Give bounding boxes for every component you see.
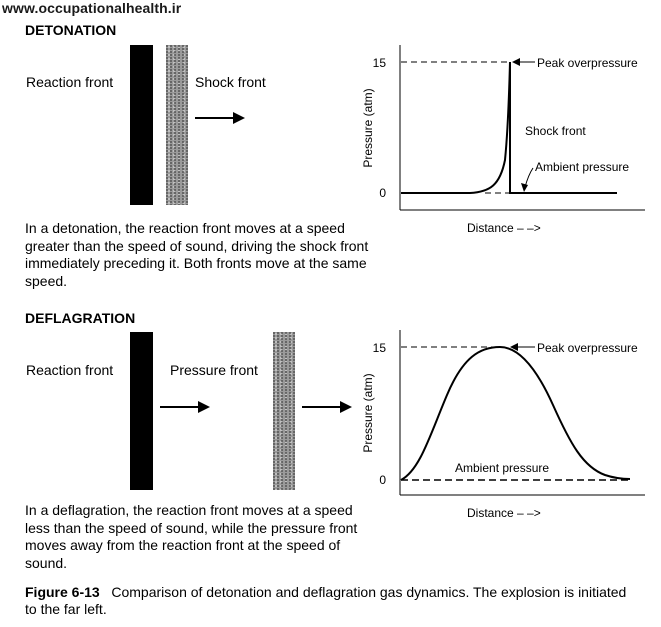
- detonation-pressure-curve: [401, 61, 617, 194]
- detonation-ambient-arrow: [524, 167, 534, 188]
- figure-label: Figure 6-13: [25, 584, 100, 600]
- detonation-shock-front-label: Shock front: [195, 74, 266, 90]
- detonation-chart: Pressure (atm) 15 0 Peak overpressure Sh…: [361, 45, 645, 235]
- detonation-ambient-annotation: Ambient pressure: [535, 160, 629, 174]
- detonation-description-line: immediately preceding it. Both fronts mo…: [25, 255, 367, 271]
- detonation-description-line: speed.: [25, 272, 68, 289]
- detonation-motion-arrow: [195, 112, 245, 124]
- watermark: www.occupationalhealth.ir: [2, 0, 182, 16]
- deflagration-peak-annotation: Peak overpressure: [537, 341, 638, 355]
- deflagration-heading: DEFLAGRATION: [25, 310, 136, 326]
- detonation-shock-annotation: Shock front: [525, 124, 586, 138]
- deflagration-y-axis-label: Pressure (atm): [361, 373, 375, 452]
- detonation-shock-front-bar: [166, 45, 188, 205]
- deflagration-y-tick-0: 0: [379, 473, 386, 487]
- deflagration-pressure-front-bar: [273, 332, 295, 490]
- deflagration-chart: Pressure (atm) 15 0 Peak overpressure Am…: [361, 330, 645, 520]
- detonation-heading: DETONATION: [25, 22, 117, 38]
- detonation-y-tick-15: 15: [373, 56, 387, 70]
- deflagration-pressure-curve: [400, 345, 631, 481]
- figure-caption: Figure 6-13 Comparison of detonation and…: [25, 584, 661, 618]
- deflagration-peak-arrowhead: [510, 343, 518, 351]
- deflagration-x-axis-label: Distance – –>: [467, 506, 541, 520]
- detonation-peak-arrowhead: [512, 58, 520, 66]
- detonation-x-axis-label: Distance – –>: [467, 221, 541, 235]
- deflagration-y-tick-15: 15: [373, 341, 387, 355]
- detonation-description-line: greater than the speed of sound, driving…: [25, 237, 369, 254]
- deflagration-pressure-front-label: Pressure front: [170, 362, 258, 378]
- caption-text-line2: to the far left.: [25, 601, 107, 617]
- deflagration-motion-arrow-1: [160, 401, 210, 413]
- detonation-peak-annotation: Peak overpressure: [537, 56, 638, 70]
- deflagration-description-line: In a deflagration, the reaction front mo…: [25, 502, 353, 518]
- deflagration-reaction-front-label: Reaction front: [26, 362, 114, 378]
- detonation-y-tick-0: 0: [379, 186, 386, 200]
- detonation-description: In a detonation, the reaction front move…: [25, 220, 425, 290]
- deflagration-reaction-front-bar: [130, 332, 153, 490]
- detonation-ambient-arrowhead: [521, 183, 528, 192]
- detonation-y-axis-label: Pressure (atm): [361, 88, 375, 167]
- detonation-reaction-front-bar: [130, 45, 153, 205]
- deflagration-description-line: less than the speed of sound, while the …: [25, 519, 358, 536]
- deflagration-description-line: sound.: [25, 554, 68, 571]
- detonation-reaction-front-label: Reaction front: [26, 74, 114, 90]
- caption-text-line1: Comparison of detonation and deflagratio…: [111, 584, 627, 600]
- detonation-description-line: In a detonation, the reaction front move…: [25, 220, 345, 236]
- deflagration-description: In a deflagration, the reaction front mo…: [25, 502, 425, 572]
- deflagration-motion-arrow-2: [302, 401, 352, 413]
- deflagration-description-line: moves away from the reaction front at th…: [25, 537, 341, 553]
- deflagration-ambient-annotation: Ambient pressure: [455, 461, 549, 475]
